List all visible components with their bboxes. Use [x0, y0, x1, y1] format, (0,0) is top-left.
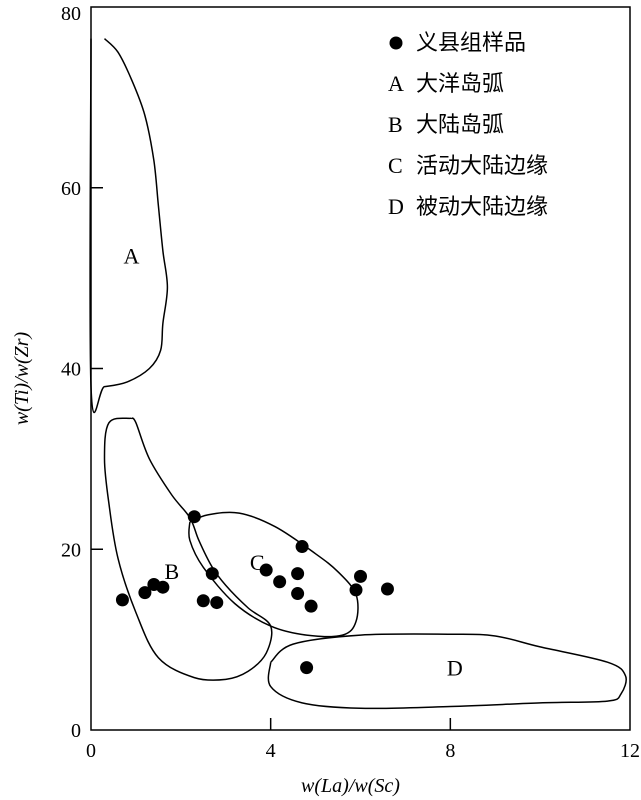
legend-dot-marker	[389, 36, 403, 50]
data-point	[205, 567, 219, 581]
points-layer	[115, 510, 394, 675]
data-point	[273, 575, 287, 589]
data-point	[210, 596, 224, 610]
data-point	[380, 582, 394, 596]
x-axis-label: w(La)/w(Sc)	[301, 775, 400, 797]
legend-text: 被动大陆边缘	[416, 194, 548, 219]
data-point	[156, 580, 170, 594]
legend-text: 大洋岛弧	[416, 71, 504, 96]
legend-key: B	[388, 112, 403, 137]
region-d-outline	[267, 633, 627, 710]
data-point	[187, 510, 201, 524]
x-tick-label: 0	[86, 740, 96, 762]
ticks-layer: 0 4 8 12 0 20 40 60 80	[61, 3, 640, 762]
data-point	[138, 586, 152, 600]
labels-layer: w(La)/w(Sc) w(Ti)/w(Zr)	[11, 331, 400, 797]
y-tick-label: 20	[61, 539, 81, 561]
data-point	[349, 583, 363, 597]
legend-item: C 活动大陆边缘	[388, 153, 548, 178]
region-b-outline	[103, 417, 273, 681]
plot-frame	[90, 6, 631, 731]
y-tick-label: 60	[61, 178, 81, 200]
legend-item: B 大陆岛弧	[388, 112, 504, 137]
legend: 义县组样品 A 大洋岛弧 B 大陆岛弧 C 活动大陆边缘 D 被动大陆边缘	[388, 30, 548, 219]
data-point	[300, 661, 314, 675]
data-point	[304, 599, 318, 613]
data-point	[291, 567, 305, 581]
legend-key: D	[388, 194, 404, 219]
legend-item: A 大洋岛弧	[388, 71, 504, 96]
axes-layer	[90, 6, 631, 731]
y-tick-label: 0	[71, 720, 81, 742]
region-b-label: B	[165, 559, 180, 584]
legend-item: 义县组样品	[389, 30, 526, 55]
legend-text: 大陆岛弧	[416, 112, 504, 137]
y-axis-label: w(Ti)/w(Zr)	[11, 331, 33, 425]
data-point	[291, 587, 305, 601]
region-d-label: D	[447, 656, 463, 681]
legend-item: D 被动大陆边缘	[388, 194, 548, 219]
region-a-outline	[89, 38, 169, 414]
x-tick-label: 12	[620, 740, 640, 762]
y-tick-label: 40	[61, 359, 81, 381]
x-tick-label: 4	[266, 740, 276, 762]
region-a-label: A	[123, 244, 139, 269]
x-tick-label: 8	[445, 740, 455, 762]
legend-text: 义县组样品	[416, 30, 526, 55]
legend-key: C	[388, 153, 403, 178]
data-point	[354, 569, 367, 583]
legend-key: A	[388, 71, 404, 96]
data-point	[295, 540, 309, 554]
data-point	[115, 593, 129, 607]
data-point	[259, 563, 273, 577]
legend-text: 活动大陆边缘	[416, 153, 548, 178]
data-point	[196, 594, 210, 608]
y-tick-label: 80	[61, 3, 81, 25]
